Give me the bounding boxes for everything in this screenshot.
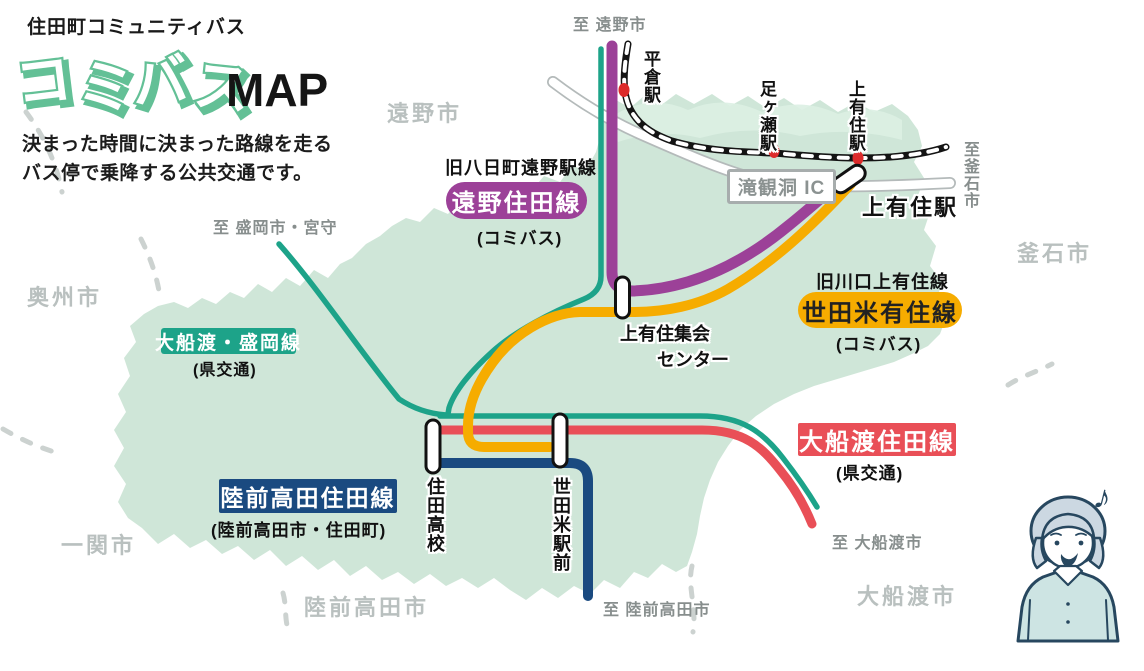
- boundary-southwest: [0, 426, 61, 456]
- route-operator-tono: (コミバス): [477, 229, 563, 248]
- station-label-ashigase: 足ヶ瀬駅: [757, 80, 776, 152]
- route-line-setamai-arisu: [463, 179, 856, 452]
- railway-dashes: [622, 42, 948, 161]
- boundary-south-small: [280, 590, 292, 634]
- page-subtitle: 住田町コミュニティバス: [27, 17, 246, 38]
- direction-to-morioka: 至 盛岡市・宮守: [213, 220, 338, 237]
- route-prefix-setamai: 旧川口上有住線: [816, 272, 949, 292]
- person-eye-right: [1078, 540, 1084, 546]
- direction-to-ofunato: 至 大船渡市: [832, 535, 923, 552]
- person-arm-left: [1027, 599, 1031, 641]
- route-prefix-tono: 旧八日町遠野駅線: [445, 158, 597, 178]
- person-illustration: ♪: [1016, 477, 1120, 643]
- bus-stop-label-kamiarisu-eki: 上有住駅: [862, 195, 959, 220]
- bus-stop-label-setamai-ekimae: 世田米駅前: [551, 477, 571, 572]
- person-button-bottom: [1066, 620, 1070, 624]
- person-side-hair-left: [1031, 536, 1048, 570]
- bus-stop-marker-sumita-koko: [424, 418, 442, 475]
- route-line-morioka-branch-nw: [276, 241, 449, 418]
- station-dot-ashigase: [768, 144, 780, 158]
- bus-stop-label-sumita-koko: 住田高校: [425, 477, 445, 553]
- community-center-line-2: センター: [657, 350, 729, 370]
- route-badge-rikuzentakata-sumita: 陸前高田住田線: [219, 479, 397, 513]
- city-label-oshu: 奥州市: [27, 285, 103, 310]
- person-brow-left: [1050, 532, 1062, 536]
- route-operator-setamai: (コミバス): [836, 335, 922, 354]
- direction-to-kamaishi: 至釜石市: [961, 141, 978, 209]
- person-mouth: [1060, 553, 1078, 567]
- boundary-west: [138, 236, 163, 300]
- boundary-northwest: [23, 109, 65, 195]
- station-dot-hirakura: [618, 83, 630, 97]
- bus-stop-marker-community-center: [614, 275, 631, 320]
- route-line-ofunato-sumita: [429, 425, 817, 529]
- station-dot-kamiarisu: [852, 151, 864, 165]
- community-center-line-1: 上有住集会: [620, 324, 710, 344]
- city-label-ichinoseki: 一関市: [61, 533, 137, 558]
- person-eye-left: [1054, 540, 1060, 546]
- bus-stop-label-community-center: 上有住集会 センター: [620, 320, 729, 372]
- city-label-tono: 遠野市: [387, 101, 463, 126]
- direction-to-tono: 至 遠野市: [573, 17, 647, 34]
- person-button-top: [1066, 602, 1070, 606]
- person-arm-right: [1105, 599, 1109, 641]
- city-label-ofunato: 大船渡市: [857, 584, 958, 609]
- route-badge-ofunato-morioka: 大船渡・盛岡線: [155, 328, 300, 354]
- bus-stop-marker-setamai-ekimae: [551, 412, 569, 469]
- route-line-morioka-main: [437, 413, 820, 510]
- commubus-logo: コミバス コミバス MAP: [10, 44, 328, 124]
- city-label-rikuzentakata: 陸前高田市: [304, 595, 430, 620]
- takigando-ic-badge: 滝観洞 IC: [727, 169, 837, 204]
- route-operator-morioka: (県交通): [193, 362, 257, 379]
- person-collar: [1052, 564, 1084, 587]
- rail-station-dots: [618, 83, 864, 165]
- city-label-kamaishi: 釜石市: [1017, 241, 1093, 266]
- person-brow-right: [1075, 532, 1087, 536]
- route-operator-ofunato: (県交通): [836, 464, 904, 483]
- map-description: 決まった時間に決まった路線を走る バス停で乗降する公共交通です。: [22, 130, 332, 188]
- sumita-town-area: [114, 94, 946, 600]
- municipal-boundaries: [0, 109, 1055, 635]
- logo-text: コミバス: [12, 46, 255, 122]
- logo-shadow: コミバス: [16, 50, 259, 124]
- route-line-rikuzentakata: [429, 458, 593, 601]
- person-side-hair-right: [1088, 536, 1105, 570]
- description-line-1: 決まった時間に決まった路線を走る: [22, 134, 333, 155]
- route-badge-tono-sumita: 遠野住田線: [446, 182, 587, 219]
- route-badge-setamai-arisu: 世田米有住線: [798, 292, 962, 328]
- route-operator-rikuzen: (陸前高田市・住田町): [211, 521, 387, 540]
- hill-texture: [610, 102, 902, 142]
- direction-to-rikuzentakata: 至 陸前高田市: [603, 602, 711, 619]
- station-label-kamiarisu: 上有住駅: [846, 80, 865, 152]
- boundary-south-center: [688, 563, 697, 635]
- logo-suffix: MAP: [226, 64, 328, 116]
- route-badge-ofunato-sumita: 大船渡住田線: [798, 423, 956, 456]
- station-label-hirakura: 平倉駅: [641, 50, 660, 104]
- bus-stop-markers: [424, 163, 867, 475]
- description-line-2: バス停で乗降する公共交通です。: [22, 163, 313, 184]
- boundary-east: [1005, 361, 1055, 388]
